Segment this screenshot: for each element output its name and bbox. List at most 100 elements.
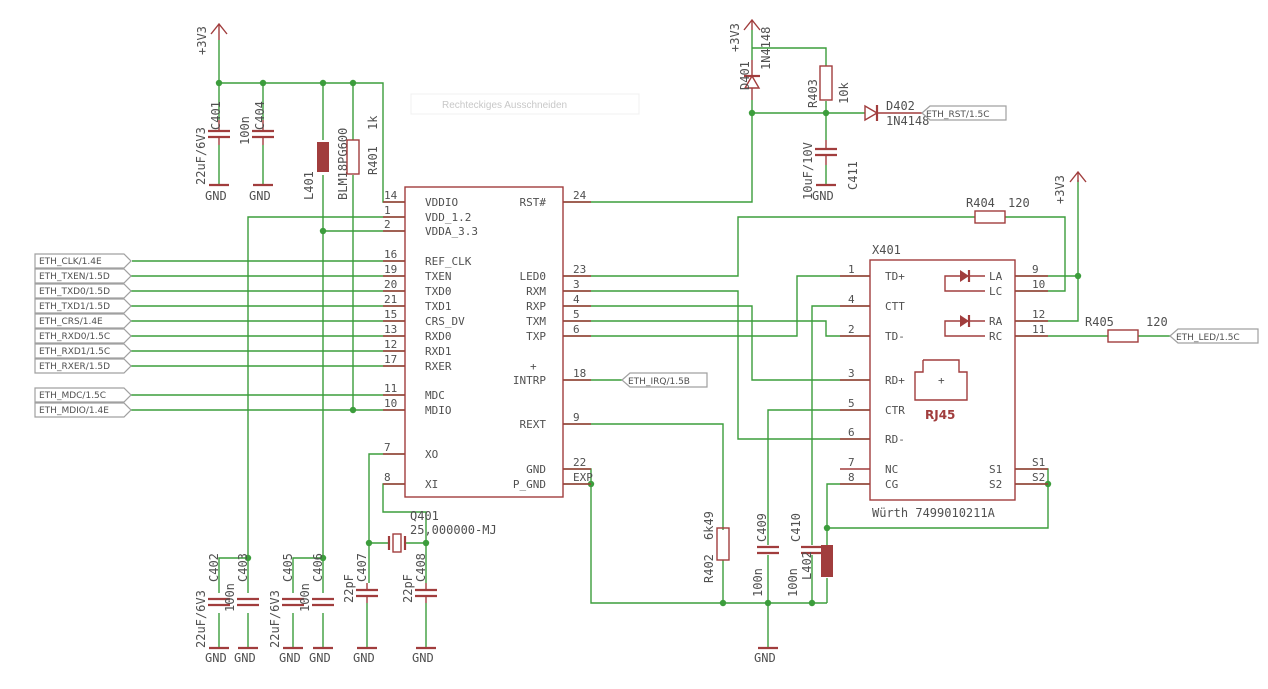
capacitor-c408[interactable]: 22pF C408: [401, 553, 437, 603]
svg-text:100n: 100n: [298, 583, 312, 612]
capacitor-c405[interactable]: 22uF/6V3 C405: [268, 553, 304, 648]
net-label[interactable]: ETH_RXER/1.5D: [34, 358, 132, 374]
ic-pin-name: GND: [526, 463, 546, 476]
ic-pin-number: 22: [573, 456, 586, 469]
ic-pin-number: 7: [384, 441, 391, 454]
net-label[interactable]: ETH_TXEN/1.5D: [34, 268, 132, 284]
capacitor-c401[interactable]: 22uF/6V3 C401: [194, 101, 230, 185]
supply-3v3-right[interactable]: +3V3: [1053, 170, 1087, 204]
capacitor-c402[interactable]: 22uF/6V3 C402: [194, 553, 230, 648]
ic-pin-number: 1: [384, 204, 391, 217]
x401-pin-1: 1TD+: [840, 263, 905, 283]
ic-pins: 14VDDIO1VDD_1.22VDDA_3.316REF_CLK19TXEN2…: [383, 189, 593, 491]
ic-pin-name: REF_CLK: [425, 255, 472, 268]
x401-pin-3: 3RD+: [840, 367, 905, 387]
svg-text:D402: D402: [886, 99, 915, 113]
svg-text:ETH_RXD0/1.5C: ETH_RXD0/1.5C: [39, 332, 110, 342]
ic-pin-number: 20: [384, 278, 397, 291]
tooltip: Rechteckiges Ausschneiden: [410, 93, 640, 115]
ic-pin-number: EXP: [573, 471, 593, 484]
diode-d401[interactable]: D401 1N4148: [738, 27, 773, 100]
net-label[interactable]: ETH_TXD0/1.5D: [34, 283, 132, 299]
svg-text:ETH_RXD1/1.5C: ETH_RXD1/1.5C: [39, 347, 110, 357]
net-label[interactable]: ETH_RXD0/1.5C: [34, 328, 132, 344]
svg-text:ETH_MDIO/1.4E: ETH_MDIO/1.4E: [39, 406, 109, 416]
svg-text:10k: 10k: [837, 82, 851, 104]
ic-pin-number: 17: [384, 353, 397, 366]
net-label[interactable]: ETH_MDIO/1.4E: [34, 402, 132, 418]
gnd-symbols: GND GND GND GND GND GND GND GND GND GND: [205, 183, 836, 665]
ic-pin-name: MDC: [425, 389, 445, 402]
net-label[interactable]: ETH_RXD1/1.5C: [34, 343, 132, 359]
capacitor-c411[interactable]: 10uF/10V C411: [801, 140, 860, 200]
ic-pin-name: TXP: [526, 330, 546, 343]
ic-pin-number: 14: [384, 189, 398, 202]
svg-text:R401: R401: [366, 146, 380, 175]
x401-pin-9: 9LA: [989, 263, 1048, 283]
x401-pin-number: 5: [848, 397, 855, 410]
capacitor-c407[interactable]: 22pF C407: [342, 553, 378, 603]
capacitor-c403[interactable]: 100n C403: [223, 553, 259, 612]
svg-text:R404: R404: [966, 196, 995, 210]
net-label[interactable]: ETH_TXD1/1.5D: [34, 298, 132, 314]
x401-pin-number: 8: [848, 471, 855, 484]
svg-text:ETH_TXD1/1.5D: ETH_TXD1/1.5D: [39, 302, 110, 312]
ic-pin-number: 12: [384, 338, 397, 351]
resistor-r404[interactable]: R404 120: [966, 196, 1030, 224]
ic-pin-number: 18: [573, 367, 586, 380]
ferrite-l402[interactable]: L402: [800, 545, 833, 580]
label-eth-led[interactable]: ETH_LED/1.5C: [1169, 328, 1259, 344]
label-eth-irq[interactable]: ETH_IRQ/1.5B: [621, 372, 708, 388]
svg-text:10uF/10V: 10uF/10V: [801, 142, 815, 200]
ferrite-l401[interactable]: L401 BLM18PG600: [302, 128, 350, 200]
capacitor-c409[interactable]: 100n C409: [751, 513, 779, 597]
svg-text:C405: C405: [281, 553, 295, 582]
svg-text:22pF: 22pF: [342, 574, 356, 603]
ic-pin-number: 11: [384, 382, 397, 395]
x401-pin-6: 6RD-: [840, 426, 905, 446]
net-label[interactable]: ETH_CRS/1.4E: [34, 313, 132, 329]
x401-pin-name: RD+: [885, 374, 905, 387]
svg-text:100n: 100n: [238, 116, 252, 145]
x401-pin-number: 10: [1032, 278, 1045, 291]
resistor-r401[interactable]: R401 1k: [346, 115, 380, 175]
svg-text:120: 120: [1008, 196, 1030, 210]
rj45-connector[interactable]: X401 Würth 7499010211A + RJ45: [869, 243, 1016, 520]
x401-pin-name: CTT: [885, 300, 905, 313]
x401-pin-number: 9: [1032, 263, 1039, 276]
x401-pin-name: TD+: [885, 270, 905, 283]
capacitor-c410[interactable]: 100n C410: [786, 513, 823, 597]
svg-text:25,000000-MJ: 25,000000-MJ: [410, 523, 497, 537]
ic-pin-number: 16: [384, 248, 397, 261]
svg-text:C408: C408: [414, 553, 428, 582]
diode-d402[interactable]: D402 1N4148: [864, 99, 929, 128]
ic-pin-name: RXD0: [425, 330, 452, 343]
phy-ic[interactable]: +: [404, 186, 564, 498]
capacitor-c404[interactable]: 100n C404: [238, 101, 274, 145]
supply-3v3-left[interactable]: +3V3: [195, 22, 228, 55]
svg-text:C403: C403: [236, 553, 250, 582]
svg-text:ETH_TXD0/1.5D: ETH_TXD0/1.5D: [39, 287, 110, 297]
crystal-q401[interactable]: Q401 25,000000-MJ: [387, 509, 497, 553]
svg-text:1N4148: 1N4148: [759, 27, 773, 70]
svg-text:GND: GND: [309, 651, 331, 665]
supply-3v3-diode[interactable]: +3V3: [728, 18, 761, 52]
capacitor-c406[interactable]: 100n C406: [298, 553, 334, 612]
ic-pin-name: VDD_1.2: [425, 211, 471, 224]
label-eth-rst[interactable]: ETH_RST/1.5C: [921, 105, 1007, 121]
svg-text:C404: C404: [253, 101, 267, 130]
net-label[interactable]: ETH_MDC/1.5C: [34, 387, 132, 403]
resistor-r402[interactable]: R402 6k49: [702, 511, 730, 583]
resistor-r405[interactable]: R405 120: [1085, 315, 1168, 343]
net-label[interactable]: ETH_CLK/1.4E: [34, 253, 132, 269]
resistor-r403[interactable]: R403 10k: [806, 65, 851, 108]
